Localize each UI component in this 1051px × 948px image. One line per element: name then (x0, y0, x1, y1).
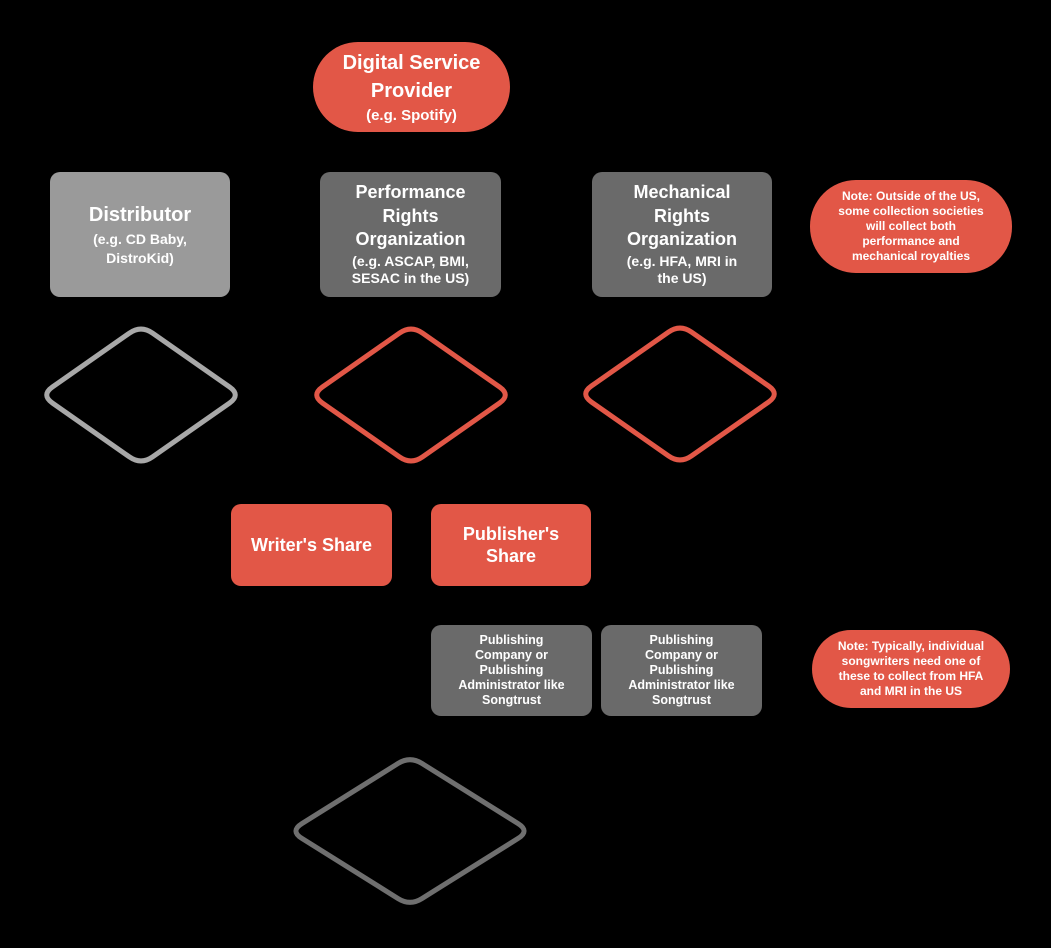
mro-title: Mechanical Rights Organization (626, 182, 737, 250)
writers-share-title: Writer's Share (251, 534, 372, 555)
distributor-node: Distributor (e.g. CD Baby, DistroKid) (50, 172, 230, 297)
diamond-mechanical-rights (583, 325, 777, 463)
diamond-performance-rights-outline (314, 326, 508, 464)
pro-subtitle: (e.g. ASCAP, BMI, SESAC in the US) (351, 252, 470, 287)
diamond-bottom-outline (293, 757, 527, 905)
publishing-company-left-text: Publishing Company or Publishing Adminis… (458, 633, 565, 707)
publishing-company-left-node: Publishing Company or Publishing Adminis… (431, 625, 592, 716)
distributor-title: Distributor (88, 204, 192, 227)
pro-title: Performance Rights Organization (355, 182, 466, 250)
diamond-distributor (44, 326, 238, 464)
diamond-bottom (293, 757, 527, 905)
note-collection-societies: Note: Outside of the US, some collection… (810, 180, 1012, 273)
note-top-text: Note: Outside of the US, some collection… (838, 189, 984, 263)
mro-subtitle: (e.g. HFA, MRI in the US) (626, 252, 738, 287)
dsp-title: Digital Service Provider (342, 51, 481, 102)
publishers-share-title: Publisher's Share (462, 523, 560, 567)
digital-service-provider-node: Digital Service Provider (e.g. Spotify) (313, 42, 510, 132)
performance-rights-org-node: Performance Rights Organization (e.g. AS… (320, 172, 501, 297)
publishing-company-right-text: Publishing Company or Publishing Adminis… (628, 633, 735, 707)
writers-share-node: Writer's Share (231, 504, 392, 586)
diamond-mechanical-rights-outline (583, 325, 777, 463)
publishers-share-node: Publisher's Share (431, 504, 591, 586)
diamond-performance-rights (314, 326, 508, 464)
publishing-company-right-node: Publishing Company or Publishing Adminis… (601, 625, 762, 716)
distributor-subtitle: (e.g. CD Baby, DistroKid) (93, 231, 187, 266)
mechanical-rights-org-node: Mechanical Rights Organization (e.g. HFA… (592, 172, 772, 297)
note-bottom-text: Note: Typically, individual songwriters … (837, 639, 985, 698)
dsp-subtitle: (e.g. Spotify) (366, 106, 457, 124)
note-individual-songwriters: Note: Typically, individual songwriters … (812, 630, 1010, 708)
diamond-distributor-outline (44, 326, 238, 464)
